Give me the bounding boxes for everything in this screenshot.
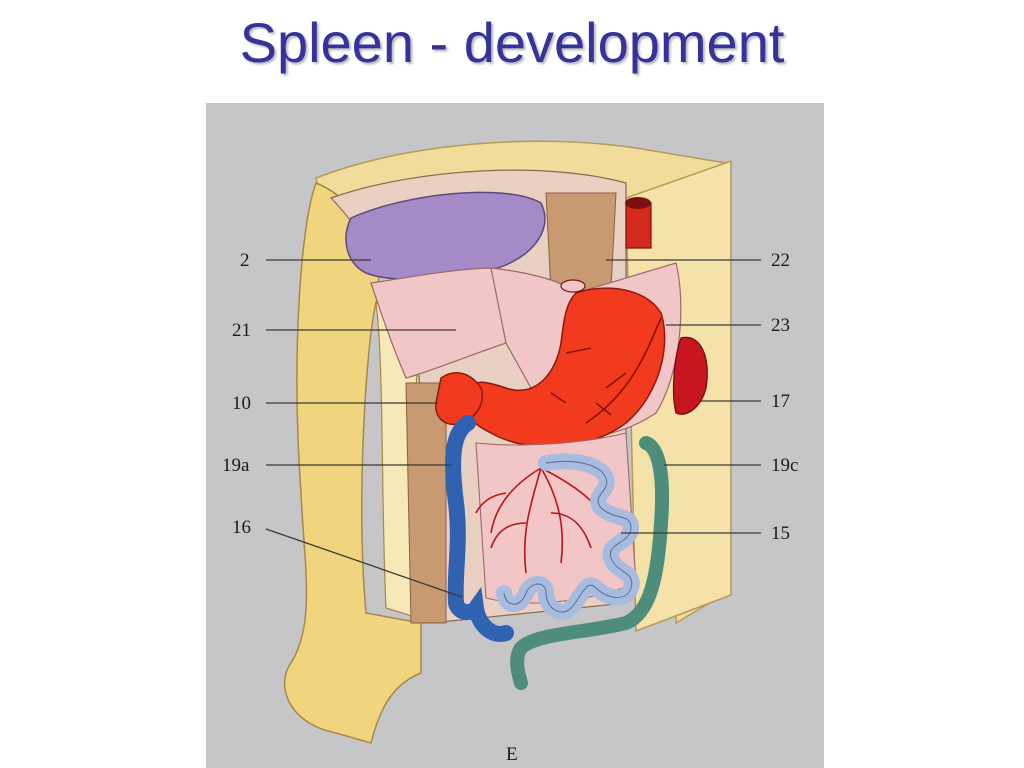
pylorus	[435, 372, 483, 425]
label-15: 15	[771, 523, 790, 544]
posterior-column	[405, 382, 447, 624]
stomach-top-opening	[560, 279, 586, 293]
leader-16	[265, 528, 463, 598]
panel-letter: E	[506, 744, 518, 765]
esophagus	[625, 202, 652, 249]
label-23: 23	[771, 315, 790, 336]
gastric-vessels	[550, 317, 662, 424]
body-wall-left	[283, 182, 422, 744]
duodenum	[445, 415, 514, 642]
label-19a: 19a	[222, 455, 250, 476]
label-22: 22	[771, 250, 790, 271]
esophagus-opening	[625, 197, 651, 209]
label-2: 2	[240, 250, 250, 271]
label-16: 16	[232, 517, 251, 538]
slide-title: Spleen - development	[239, 11, 785, 74]
stomach	[461, 287, 666, 448]
spleen	[672, 336, 708, 415]
colon	[510, 436, 670, 690]
embryo-diagram: 2 21 10 19a 16 22 23 17 19c 15 E	[206, 103, 824, 768]
body-wall-left-inner	[375, 302, 419, 619]
mesenteric-arteries	[475, 467, 602, 574]
label-19c: 19c	[771, 455, 798, 476]
small-intestine-outline	[503, 460, 633, 613]
posterior-column-upper	[545, 192, 617, 294]
label-17: 17	[771, 391, 790, 412]
ventral-mesogastrium	[370, 267, 507, 379]
liver-region	[345, 191, 546, 281]
label-10: 10	[232, 393, 251, 414]
label-21: 21	[232, 320, 251, 341]
